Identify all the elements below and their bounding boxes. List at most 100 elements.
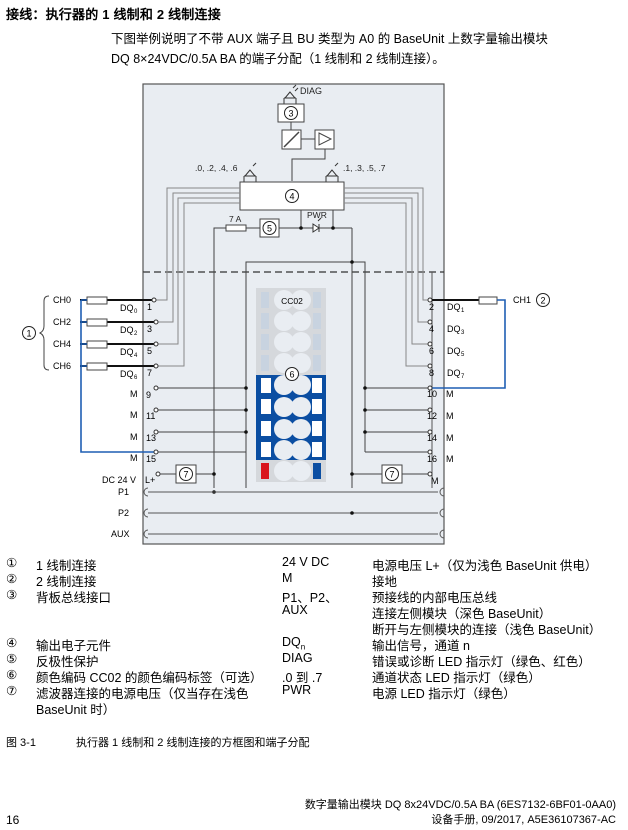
channel-label-ch2: CH2 [53, 317, 71, 327]
intro-line-1: 下图举例说明了不带 AUX 端子且 BU 类型为 A0 的 BaseUnit 上… [111, 32, 548, 46]
figure-number: 图 3-1 [6, 737, 36, 749]
section-heading: 接线：执行器的 1 线制和 2 线制连接 [6, 7, 221, 22]
callout-5-icon [262, 221, 277, 235]
legend-row: 断开与左侧模块的连接（浅色 BaseUnit） [0, 619, 628, 637]
legend-term: AUX [282, 603, 308, 617]
blue-return-wire-right [430, 299, 506, 389]
legend-text: BaseUnit 时） [36, 703, 116, 717]
cc-red-marker [261, 463, 269, 479]
svg-text:DQ: DQ [120, 347, 134, 357]
dc24v-label: DC 24 V [102, 475, 136, 485]
leds-odd-label: .1, .3, .5, .7 [343, 163, 386, 173]
svg-text:DQ: DQ [447, 302, 461, 312]
svg-text:7: 7 [461, 374, 465, 380]
legend-row: BaseUnit 时） [0, 699, 628, 717]
svg-text:M: M [446, 433, 454, 443]
cc-blue-marker [313, 463, 321, 479]
callout-7-left-label: 7 [183, 470, 188, 480]
channel-label-ch4: CH4 [53, 339, 71, 349]
legend-text: 背板总线接口 [36, 591, 112, 605]
wire [291, 149, 326, 181]
legend-desc: 预接线的内部电压总线 [372, 591, 498, 605]
svg-text:1: 1 [147, 302, 152, 312]
junction-dot [350, 511, 354, 515]
legend-desc: 通道状态 LED 指示灯（绿色） [372, 671, 541, 685]
svg-text:DQ: DQ [120, 303, 134, 313]
bus-label-p1: P1 [118, 487, 129, 497]
callout-5-label: 5 [267, 224, 272, 234]
callout-2-icon [536, 293, 550, 307]
svg-text:9: 9 [146, 390, 151, 400]
wiring-diagram: DIAG 3 .0, .2, .4, .6 .1, .3, .5, .7 4 7… [22, 83, 550, 545]
cc02-label: CC02 [281, 296, 303, 306]
svg-text:5: 5 [461, 352, 465, 358]
right-channel-wires [344, 187, 430, 367]
callout-3-icon [284, 106, 298, 120]
junction-dot [350, 260, 354, 264]
svg-text:16: 16 [427, 454, 437, 464]
diag-label: DIAG [300, 86, 322, 96]
svg-text:2: 2 [429, 302, 434, 312]
legend-term: PWR [282, 683, 312, 697]
legend-desc: 接地 [372, 575, 398, 589]
svg-text:8: 8 [429, 368, 434, 378]
svg-text:3: 3 [461, 330, 465, 336]
callout-4-icon [285, 189, 299, 203]
output-electronics-box [239, 181, 345, 211]
svg-text:DQ: DQ [447, 324, 461, 334]
svg-text:M: M [446, 454, 454, 464]
legend-num: ⑤ [6, 652, 18, 666]
legend-term: P1、P2、 [282, 591, 338, 605]
callout-4-label: 4 [289, 192, 294, 202]
legend-num: ④ [6, 636, 18, 650]
m-supply-label: M [431, 476, 439, 486]
footer-manual: 设备手册, 09/2017, A5E36107367-AC [431, 814, 616, 826]
svg-text:DQ: DQ [447, 368, 461, 378]
svg-text:5: 5 [147, 346, 152, 356]
terminal-m-supply [427, 471, 433, 477]
channel-led-even-icon [243, 162, 257, 182]
svg-text:M: M [446, 411, 454, 421]
legend-text: 滤波器连接的电源电压（仅当存在浅色 [36, 687, 249, 701]
color-code-label [256, 288, 326, 482]
diag-led-icon [283, 84, 299, 104]
legend-text: 2 线制连接 [36, 575, 97, 589]
footer-info: 数字量输出模块 DQ 8x24VDC/0.5A BA (6ES7132-6BF0… [305, 798, 616, 828]
legend-desc: 电源 LED 指示灯（绿色） [372, 687, 516, 701]
pwr-label: PWR [307, 210, 327, 220]
legend-text: 颜色编码 CC02 的颜色编码标签（可选） [36, 671, 263, 685]
svg-text:12: 12 [427, 411, 437, 421]
actuator-resistor-icons [86, 296, 108, 371]
junction-dot [331, 226, 335, 230]
amplifier-icon [314, 129, 335, 150]
callout-6-label: 6 [289, 370, 294, 380]
legend-desc: 电源电压 L+（仅为浅色 BaseUnit 供电） [372, 559, 598, 573]
svg-text:4: 4 [429, 324, 434, 334]
legend-desc: 断开与左侧模块的连接（浅色 BaseUnit） [372, 623, 602, 637]
junction-dot [299, 226, 303, 230]
converter-slash [283, 131, 300, 148]
junction-dot [350, 472, 354, 476]
svg-text:M: M [446, 389, 454, 399]
callout-7-right-label: 7 [389, 470, 394, 480]
bus-label-p2: P2 [118, 508, 129, 518]
left-channel-wires [156, 187, 240, 367]
svg-text:15: 15 [146, 454, 156, 464]
legend-desc: 连接左侧模块（深色 BaseUnit） [372, 607, 552, 621]
callout-7-left-icon [179, 467, 193, 481]
svg-text:6: 6 [134, 375, 138, 381]
legend-term: 24 V DC [282, 555, 330, 569]
wire [213, 227, 226, 488]
wire [300, 210, 334, 228]
svg-text:DQ: DQ [120, 325, 134, 335]
svg-text:10: 10 [427, 389, 437, 399]
svg-text:2: 2 [134, 331, 138, 337]
legend-text: 输出电子元件 [36, 639, 112, 653]
svg-text:14: 14 [427, 433, 437, 443]
